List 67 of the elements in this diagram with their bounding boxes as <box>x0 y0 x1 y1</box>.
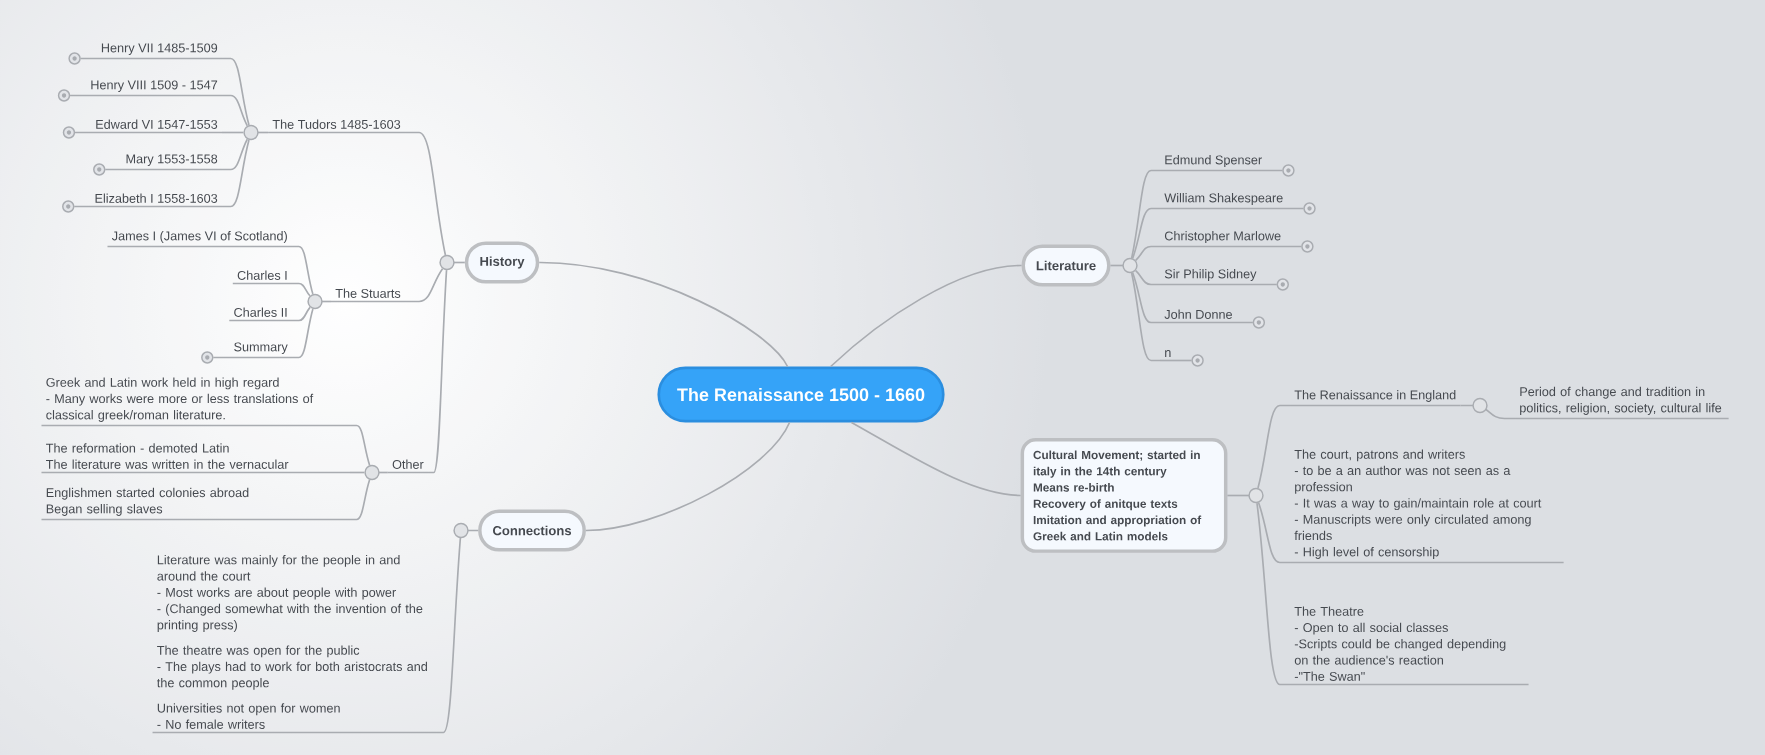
topic-label: The Renaissance in England <box>1289 390 1462 407</box>
topic-label: Sir Philip Sidney <box>1159 269 1278 286</box>
branch-line <box>850 421 1022 497</box>
topic-label: Englishmen started colonies abroad Began selling slaves <box>40 487 351 521</box>
topic-label: Summary <box>212 342 293 359</box>
branch-line <box>243 124 269 141</box>
topic-label: Christopher Marlowe <box>1159 231 1303 248</box>
branch-line <box>1256 502 1291 686</box>
branch-line <box>1226 487 1264 504</box>
topic-label: Mary 1553-1558 <box>104 154 223 171</box>
topic-label: Henry VIII 1509 - 1547 <box>69 80 223 97</box>
branch-line <box>1130 272 1161 362</box>
topic-label: Other <box>386 459 429 474</box>
topic-box: Cultural Movement; started in italy in the 14th century Means re-birth Recovery of anitque texts Imitation and appropriation of Greek and Latin models <box>1020 438 1228 553</box>
topic-label: The Stuarts <box>330 288 406 303</box>
branch-line <box>404 131 447 256</box>
branch-line <box>829 264 1023 368</box>
branch-line <box>427 269 448 474</box>
topic-label: William Shakespeare <box>1159 193 1305 210</box>
topic-label: n <box>1159 350 1193 362</box>
branch-line <box>585 421 791 532</box>
branch-line <box>404 267 444 303</box>
topic-label: Literature was mainly for the people in and around the court - Most works are about people with power - (Changed somewhat with the invention of the printing press) The theatre was open for the public - The plays had to work for both aristocrats and the common people Universities not open for women - No female writers <box>151 555 437 734</box>
branch-line <box>1131 271 1161 324</box>
central-topic: The Renaissance 1500 - 1660 <box>657 366 945 423</box>
branch-line <box>291 282 311 297</box>
topic-label: Charles II <box>228 307 293 322</box>
branch-line <box>349 478 371 521</box>
branch-line <box>1257 501 1291 564</box>
branch-line <box>291 308 314 359</box>
topic-label: John Donne <box>1159 309 1254 324</box>
branch-line <box>349 424 371 466</box>
topic-label: The reformation - demoted Latin The literature was written in the vernacular <box>40 443 351 474</box>
branch-line <box>435 522 479 734</box>
topic-label: Henry VII 1485-1509 <box>79 43 223 60</box>
branch-line <box>1134 245 1161 262</box>
branch-line <box>1134 269 1161 286</box>
branch-line <box>1109 257 1138 274</box>
main-topic: Literature <box>1021 244 1111 287</box>
branch-line <box>291 306 311 322</box>
main-topic: Connections <box>478 509 586 552</box>
branch-line <box>291 245 314 295</box>
branch-line <box>221 138 249 171</box>
topic-label: Period of change and tradition in politics, religion, society, cultural life <box>1514 386 1730 420</box>
topic-label: Edward VI 1547-1553 <box>74 119 223 134</box>
branch-line <box>538 261 789 368</box>
topic-label: Charles I <box>231 270 293 285</box>
branch-line <box>221 94 249 127</box>
branch-line <box>221 57 250 126</box>
branch-line <box>1459 397 1516 420</box>
topic-label: The Theatre - Open to all social classes -Scripts could be changed depending on the audience's reaction -"The Swan" <box>1289 606 1530 686</box>
topic-label: Elizabeth I 1558-1603 <box>73 193 223 208</box>
branch-line <box>1130 169 1161 259</box>
topic-label: The Tudors 1485-1603 <box>267 119 406 134</box>
topic-label: James I (James VI of Scotland) <box>106 231 293 248</box>
branch-line <box>364 464 389 481</box>
branch-line <box>1131 207 1161 260</box>
branch-line <box>439 254 466 271</box>
branch-line <box>1257 404 1291 489</box>
branch-line <box>221 139 250 208</box>
topic-label: The court, patrons and writers - to be a an author was not seen as a profession - It was a way to gain/maintain role at court - Manuscripts were only circulated among friends - High level of censorship <box>1289 449 1565 564</box>
main-topic: History <box>464 241 540 284</box>
topic-label: Greek and Latin work held in high regard - Many works were more or less translations of classical greek/roman literature. <box>40 377 351 427</box>
branch-line <box>349 471 366 474</box>
branch-line <box>307 293 332 310</box>
topic-label: Edmund Spenser <box>1159 155 1284 172</box>
branch-line <box>221 131 245 134</box>
